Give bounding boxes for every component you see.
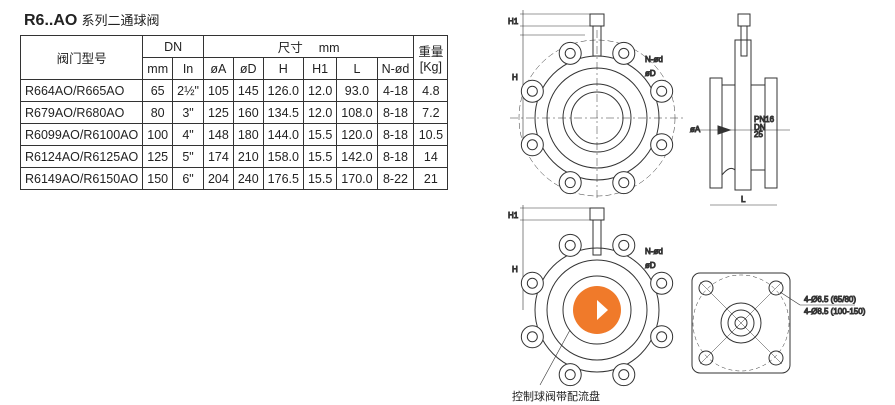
table-cell: 65 (142, 79, 174, 102)
header-dn: DN (142, 35, 204, 58)
table-cell: 204 (202, 167, 234, 190)
table-cell: 15.5 (302, 123, 338, 146)
table-cell: 10.5 (413, 123, 449, 146)
table-cell: 120.0 (336, 123, 378, 146)
table-cell: 144.0 (262, 123, 304, 146)
subheader: H (262, 57, 304, 80)
table-cell: 100 (142, 123, 174, 146)
disc-caption: 控制球阀带配流盘 (512, 390, 600, 403)
table-cell: 174 (202, 145, 234, 168)
table-cell: R664AO/R665AO (19, 79, 144, 102)
hole-spec-65-80: 4-Ø6.5 (65/80) (804, 295, 856, 304)
table-cell: 8-22 (376, 167, 415, 190)
table-cell: 170.0 (336, 167, 378, 190)
table-cell: 150 (142, 167, 174, 190)
table-cell: 15.5 (302, 167, 338, 190)
subheader: L (336, 57, 378, 80)
table-cell: 80 (142, 101, 174, 124)
label-h: H (512, 73, 518, 82)
header-size: 尺寸 mm (202, 35, 415, 58)
table-cell: 134.5 (262, 101, 304, 124)
table-cell: 6" (172, 167, 204, 190)
table-cell: 15.5 (302, 145, 338, 168)
table-cell: 3" (172, 101, 204, 124)
table-cell: 180 (232, 123, 264, 146)
label-nod-bottom: N-ød (645, 247, 663, 256)
table-cell: 142.0 (336, 145, 378, 168)
table-cell: R6099AO/R6100AO (19, 123, 144, 146)
table-cell: 4" (172, 123, 204, 146)
label-oa: øA (690, 125, 701, 134)
table-cell: 4-18 (376, 79, 415, 102)
label-h1-bottom: H1 (508, 211, 519, 220)
table-cell: 12.0 (302, 101, 338, 124)
table-cell: 8-18 (376, 101, 415, 124)
subheader: øA (202, 57, 234, 80)
front-view-top (510, 10, 685, 200)
table-cell: 2½" (172, 79, 204, 102)
label-dn: DN (754, 123, 766, 132)
table-cell: 14 (413, 145, 449, 168)
table-cell: 158.0 (262, 145, 304, 168)
table-cell: 8-18 (376, 123, 415, 146)
table-cell: 12.0 (302, 79, 338, 102)
flange-view (691, 272, 855, 374)
table-cell: 8-18 (376, 145, 415, 168)
header-model: 阀门型号 (19, 35, 144, 80)
header-weight: 重量[Kg] (413, 35, 449, 80)
front-view-bottom (520, 205, 674, 387)
table-cell: 105 (202, 79, 234, 102)
page-title: R6..AO 系列二通球阀 (24, 12, 160, 29)
table-cell: 7.2 (413, 101, 449, 124)
valve-drawings: H1 H N-ød øD øA L PN16 DN 25 H1 H N-ød ø… (508, 10, 866, 387)
table-cell: 108.0 (336, 101, 378, 124)
table-cell: 148 (202, 123, 234, 146)
table-cell: 21 (413, 167, 449, 190)
table-cell: R679AO/R680AO (19, 101, 144, 124)
label-od: øD (645, 69, 656, 78)
subheader: N-ød (376, 57, 415, 80)
subheader: øD (232, 57, 264, 80)
table-cell: 145 (232, 79, 264, 102)
table-cell: 4.8 (413, 79, 449, 102)
table-cell: 125 (142, 145, 174, 168)
table-cell: 176.5 (262, 167, 304, 190)
subheader: In (172, 57, 204, 80)
label-l: L (741, 195, 746, 204)
label-nod: N-ød (645, 55, 663, 64)
table-cell: 5" (172, 145, 204, 168)
label-pn: PN16 (754, 115, 775, 124)
table-cell: 125 (202, 101, 234, 124)
side-view (695, 13, 790, 206)
table-cell: 93.0 (336, 79, 378, 102)
label-h1: H1 (508, 17, 519, 26)
subheader: H1 (302, 57, 338, 80)
table-cell: 210 (232, 145, 264, 168)
subheader: mm (142, 57, 174, 80)
table-cell: R6124AO/R6125AO (19, 145, 144, 168)
table-cell: 126.0 (262, 79, 304, 102)
label-od-bottom: øD (645, 261, 656, 270)
table-cell: R6149AO/R6150AO (19, 167, 144, 190)
label-25: 25 (754, 130, 763, 139)
hole-spec-100-150: 4-Ø8.5 (100-150) (804, 307, 866, 316)
label-h-bottom: H (512, 265, 518, 274)
table-cell: 160 (232, 101, 264, 124)
table-cell: 240 (232, 167, 264, 190)
